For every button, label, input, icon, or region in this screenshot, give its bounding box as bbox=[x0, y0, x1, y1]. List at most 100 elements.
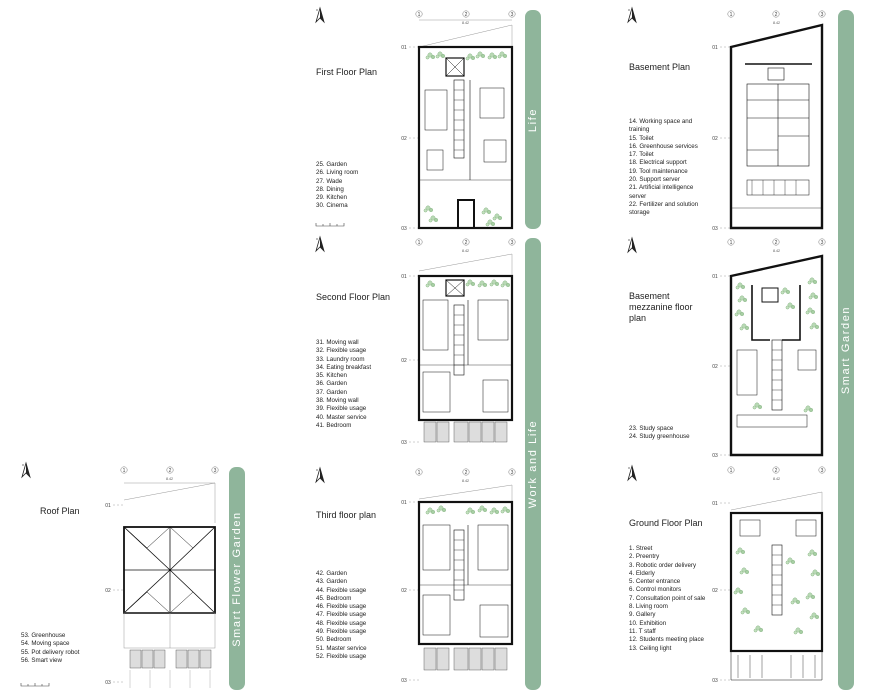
grid-bubble bbox=[772, 10, 780, 18]
legend-item: 3. Robotic order delivery bbox=[629, 561, 697, 569]
grid-bubble bbox=[415, 468, 423, 476]
north-arrow-icon bbox=[627, 465, 637, 481]
grid-label: 3 bbox=[821, 468, 824, 474]
row-label: 01 bbox=[712, 274, 718, 280]
grid-label: 3 bbox=[214, 468, 217, 474]
north-arrow-icon bbox=[315, 236, 325, 252]
overall-dimension: 8.42 bbox=[773, 21, 780, 25]
legend-item: 8. Living room bbox=[629, 603, 668, 611]
first-floor-plan bbox=[417, 19, 514, 230]
row-label: 02 bbox=[105, 588, 111, 594]
overall-dimension: 8.42 bbox=[773, 477, 780, 481]
second-floor-planting bbox=[425, 279, 510, 288]
legend-item: 55. Pot delivery robot bbox=[21, 648, 80, 656]
legend-item: 6. Control monitors bbox=[629, 586, 682, 594]
row-label: 02 bbox=[712, 136, 718, 142]
legend-item: 56. Smart view bbox=[21, 656, 62, 664]
smart-flower-garden-band: Smart Flower Garden bbox=[229, 467, 245, 690]
second-floor-title: Second Floor Plan bbox=[316, 292, 391, 302]
second-floor-plan bbox=[417, 253, 514, 422]
legend-item: 18. Electrical support bbox=[629, 159, 687, 167]
row-label: 03 bbox=[401, 678, 407, 684]
second-floor-balcony bbox=[423, 421, 508, 443]
row-label: 02 bbox=[712, 588, 718, 594]
row-label: 01 bbox=[401, 500, 407, 506]
grid-bubble bbox=[462, 468, 470, 476]
grid-label: 1 bbox=[123, 468, 126, 474]
roof-title: Roof Plan bbox=[40, 506, 80, 516]
grid-label: 2 bbox=[775, 468, 778, 474]
basement-title: Basement Plan bbox=[629, 62, 691, 72]
row-label: 02 bbox=[401, 136, 407, 142]
grid-label: 1 bbox=[730, 12, 733, 18]
roof-plan bbox=[123, 482, 216, 649]
legend-item: 20. Support server bbox=[629, 176, 680, 184]
row-label: 03 bbox=[712, 226, 718, 232]
grid-bubble bbox=[508, 468, 516, 476]
legend-item: 38. Moving wall bbox=[316, 397, 359, 405]
row-label: 02 bbox=[401, 358, 407, 364]
overall-dimension: 8.42 bbox=[462, 479, 469, 483]
scale-bar-icon bbox=[20, 682, 50, 687]
grid-label: 1 bbox=[418, 470, 421, 476]
basement-mezzanine-title: Basement mezzanine floor plan bbox=[629, 291, 693, 323]
legend-item: 44. Flexible usage bbox=[316, 586, 367, 594]
grid-bubble bbox=[166, 466, 174, 474]
legend-item: 42. Garden bbox=[316, 570, 347, 577]
legend-item: 19. Tool maintenance bbox=[629, 167, 688, 175]
legend-item: 43. Garden bbox=[316, 578, 347, 586]
grid-bubble bbox=[508, 10, 516, 18]
grid-label: 2 bbox=[775, 240, 778, 246]
grid-bubble bbox=[727, 466, 735, 474]
legend-item: 40. Master service bbox=[316, 413, 367, 421]
basement-mezzanine-planting bbox=[734, 277, 819, 413]
third-floor-plan bbox=[417, 484, 514, 646]
north-arrow-icon bbox=[315, 7, 325, 23]
legend-item: 25. Garden bbox=[316, 161, 347, 168]
overall-dimension: 8.42 bbox=[166, 477, 173, 481]
row-label: 03 bbox=[401, 440, 407, 446]
grid-bubble bbox=[727, 238, 735, 246]
legend-item: 17. Toilet bbox=[629, 151, 654, 159]
grid-bubble bbox=[211, 466, 219, 474]
row-label: 01 bbox=[712, 45, 718, 51]
first-floor-title: First Floor Plan bbox=[316, 67, 378, 77]
overall-dimension: 8.42 bbox=[773, 249, 780, 253]
grid-label: 3 bbox=[821, 240, 824, 246]
grid-label: 3 bbox=[511, 240, 514, 246]
grid-label: 1 bbox=[418, 240, 421, 246]
grid-label: 3 bbox=[511, 12, 514, 18]
legend-item: 28. Dining bbox=[316, 185, 344, 193]
legend-item: 13. Ceiling light bbox=[629, 644, 672, 652]
ground-floor-title: Ground Floor Plan bbox=[629, 518, 703, 528]
legend-item: 37. Garden bbox=[316, 388, 347, 396]
third-floor-balcony bbox=[423, 647, 508, 671]
legend-item: 46. Flexible usage bbox=[316, 603, 367, 611]
row-label: 02 bbox=[401, 588, 407, 594]
legend-item: 2. Preentry bbox=[629, 553, 660, 561]
overall-dimension: 8.42 bbox=[462, 249, 469, 253]
overall-dimension: 8.42 bbox=[462, 21, 469, 25]
legend-item: 51. Master service bbox=[316, 644, 367, 652]
grid-label: 2 bbox=[775, 12, 778, 18]
legend-item: 50. Bedroom bbox=[316, 636, 352, 644]
legend-item: 39. Flexible usage bbox=[316, 405, 367, 413]
grid-label: 1 bbox=[418, 12, 421, 18]
north-arrow-icon bbox=[627, 237, 637, 253]
legend-item: 34. Eating breakfast bbox=[316, 363, 372, 371]
north-arrow-icon bbox=[315, 467, 325, 483]
smart-garden-band: Smart Garden bbox=[838, 10, 854, 690]
grid-label: 2 bbox=[169, 468, 172, 474]
legend-item: 11. T staff bbox=[629, 627, 656, 635]
grid-label: 2 bbox=[465, 240, 468, 246]
grid-bubble bbox=[415, 238, 423, 246]
grid-bubble bbox=[818, 466, 826, 474]
row-label: 01 bbox=[712, 501, 718, 507]
